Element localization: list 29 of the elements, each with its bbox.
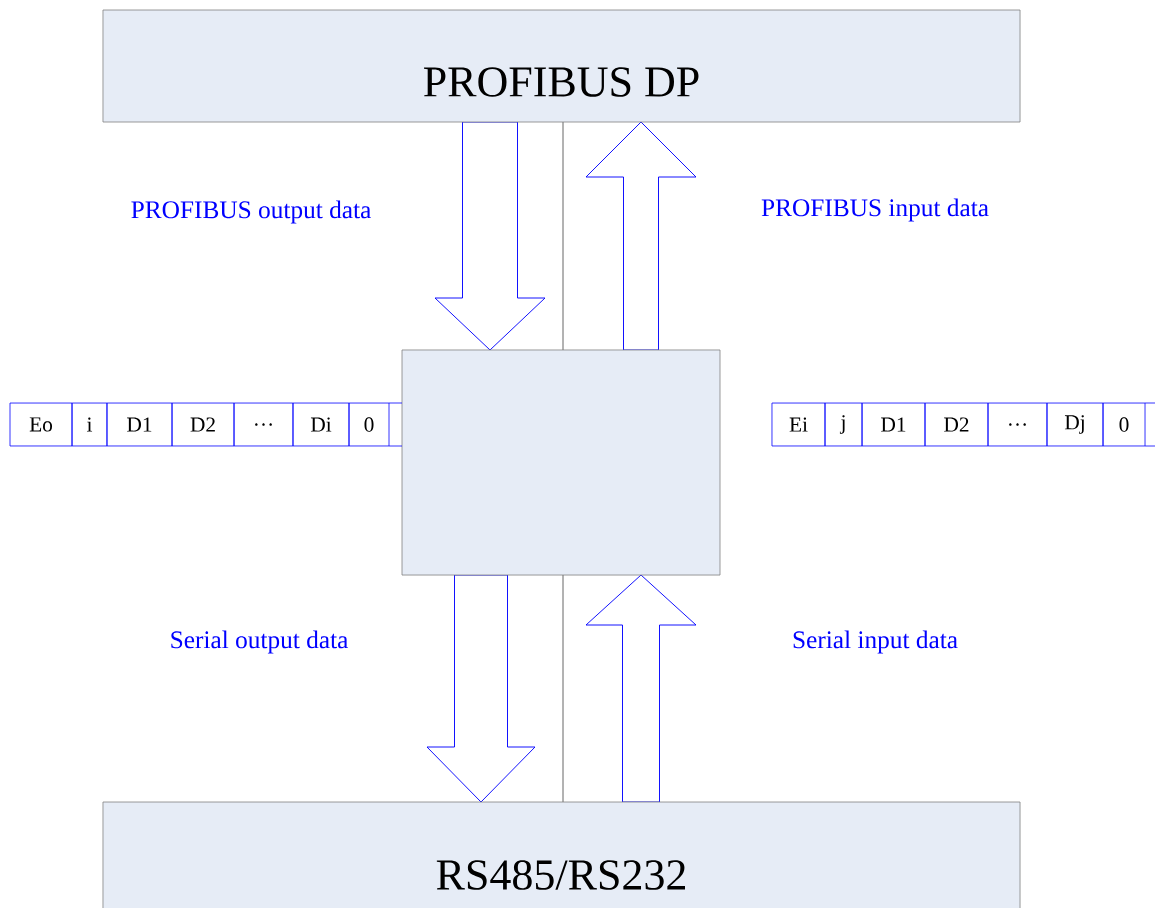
frame-cell: Dj [1046, 402, 1104, 447]
connector-line [562, 574, 564, 803]
frame-cell: j [824, 402, 863, 447]
hollow-arrow [434, 121, 546, 351]
hollow-arrow [585, 574, 697, 803]
connector-line [562, 121, 564, 351]
frame-cell: D2 [924, 402, 989, 447]
frame-cell: Di [292, 402, 350, 447]
box-title: PROFIBUS DP [424, 67, 699, 97]
hollow-arrow [426, 574, 536, 803]
process-box [102, 801, 1021, 908]
frame-cell: 0 [1102, 402, 1146, 447]
frame-cell: … [233, 402, 294, 447]
frame-cell: 0 [348, 402, 390, 447]
box-title: RS485/RS232 [436, 860, 685, 890]
arrow-caption: PROFIBUS input data [761, 198, 989, 222]
process-box [102, 9, 1021, 123]
frame-cell: … [987, 402, 1048, 447]
arrow-caption: Serial output data [171, 630, 349, 654]
arrow-caption: PROFIBUS output data [131, 200, 371, 224]
module-box [401, 349, 721, 576]
frame-cell: i [71, 402, 108, 447]
frame-cell: Eo [9, 402, 73, 447]
frame-cell: D1 [106, 402, 173, 447]
arrow-caption: Serial input data [793, 630, 958, 654]
frame-cell: D1 [861, 402, 926, 447]
frame-cell: D2 [171, 402, 235, 447]
frame-cell: Ei [771, 402, 826, 447]
hollow-arrow [585, 121, 697, 351]
